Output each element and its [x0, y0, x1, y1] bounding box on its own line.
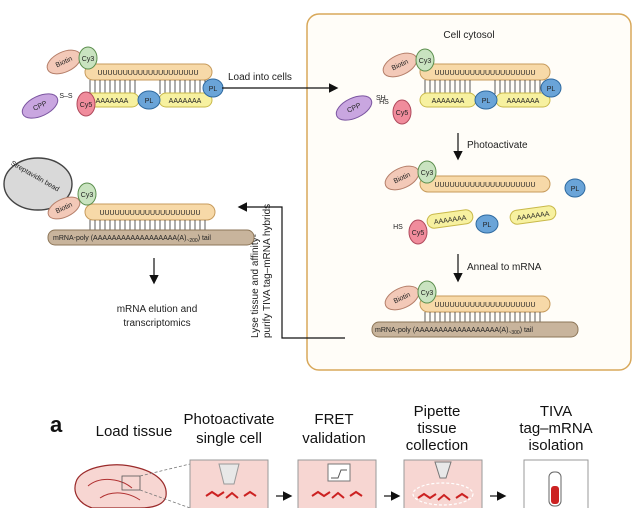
- a-strand-left-label: AAAAAAA: [96, 98, 129, 105]
- hs-label: HS: [393, 224, 403, 231]
- u-strand-label: UUUUUUUUUUUUUUUUUUUU: [99, 210, 200, 217]
- u-strand: [419, 175, 551, 193]
- mrna-tail-label: mRNA-poly (AAAAAAAAAAAAAAAAAA(A)~300) ta…: [375, 327, 533, 336]
- cy5-dye: [392, 99, 412, 125]
- fret-curve: [331, 469, 347, 479]
- elution-label-2: transcriptomics: [123, 318, 190, 329]
- cy3-dye: [415, 48, 435, 72]
- cpp-peptide: [21, 93, 59, 119]
- cy5-label: Cy5: [412, 230, 425, 237]
- col4-label-3: collection: [406, 437, 469, 454]
- pl-linker: [137, 90, 161, 110]
- cpp-peptide: [335, 95, 373, 121]
- tiva-construct-intact: UUUUUUUUUUUUUUUUUUUU AAAAAAA AAAAAAA PL …: [21, 46, 224, 119]
- col5-label-2: tag–mRNA: [519, 420, 592, 437]
- base-pair-ticks: [424, 80, 541, 94]
- lyse-label-1: Lyse tissue and affinity-: [250, 234, 261, 338]
- a-strand-fragment: [426, 209, 474, 229]
- sh-label: SH: [376, 95, 386, 102]
- tiva-construct-captured: Streptavidin bead UUUUUUUUUUUUUUUUUUUU m…: [3, 157, 255, 246]
- neurons-1: [205, 490, 257, 499]
- cy3-label: Cy3: [81, 192, 94, 199]
- collection-zone: [412, 482, 474, 506]
- photoactivate-label: Photoactivate: [467, 140, 528, 151]
- cy3-label: Cy3: [82, 56, 95, 63]
- u-strand-label: UUUUUUUUUUUUUUUUUUUU: [434, 182, 535, 189]
- a-strand-left-label: AAAAAAA: [432, 98, 465, 105]
- pl-fragment-label: PL: [483, 222, 492, 229]
- pl-linker-label: PL: [145, 98, 154, 105]
- pl-fragment: [475, 214, 499, 234]
- pl-free: [564, 178, 586, 198]
- panel-a-letter: a: [50, 412, 63, 437]
- col1-label: Load tissue: [96, 423, 173, 440]
- u-strand-label: UUUUUUUUUUUUUUUUUUUU: [434, 70, 535, 77]
- cy3-dye: [417, 160, 437, 184]
- lyse-label-2: purify TIVA tag–mRNA hybrids: [262, 204, 273, 338]
- base-pair-ticks: [89, 80, 206, 94]
- elution-label-1: mRNA elution and: [117, 304, 198, 315]
- cy3-label: Cy3: [419, 58, 432, 65]
- col2-label-1: Photoactivate: [184, 411, 275, 428]
- pl-free-label: PL: [571, 186, 580, 193]
- tiva-construct-cleaved: UUUUUUUUUUUUUUUUUUUU Biotin Cy3 PL AAAAA…: [384, 160, 586, 245]
- a-strand-fragment-label: AAAAAAA: [434, 215, 468, 227]
- u-strand-label: UUUUUUUUUUUUUUUUUUUU: [434, 302, 535, 309]
- zoom-lines: [139, 463, 191, 509]
- col5-label-1: TIVA: [540, 403, 572, 420]
- pipette-icon: [434, 461, 452, 479]
- hs-label: HS: [379, 99, 389, 106]
- tissue-slice: [74, 464, 167, 509]
- mrna-strand: [47, 229, 255, 246]
- col5-label-3: isolation: [528, 437, 583, 454]
- a-strand-fragment-2: [509, 205, 557, 225]
- tiva-construct-cytosol: UUUUUUUUUUUUUUUUUUUU AAAAAAA AAAAAAA PL …: [335, 48, 562, 125]
- mrna-tail-label: mRNA-poly (AAAAAAAAAAAAAAAAAA(A)~200) ta…: [53, 235, 211, 244]
- base-pair-ticks: [424, 312, 541, 322]
- a-strand-right-label: AAAAAAA: [169, 98, 202, 105]
- col4-label-1: Pipette: [414, 403, 461, 420]
- tiva-construct-annealed: UUUUUUUUUUUUUUUUUUUU mRNA-poly (AAAAAAAA…: [371, 280, 579, 338]
- cy5-dye: [76, 91, 96, 117]
- neurons-3: [417, 492, 469, 501]
- fret-graph-icon: [327, 463, 351, 482]
- tube-content: [551, 486, 559, 504]
- tissue-roi: [121, 475, 141, 491]
- cy3-label: Cy3: [421, 290, 434, 297]
- tissue-detail: [87, 479, 141, 501]
- pl-end-label: PL: [547, 86, 556, 93]
- cy3-label: Cy3: [421, 170, 434, 177]
- cy5-dye: [408, 219, 428, 245]
- pl-end-label: PL: [209, 86, 218, 93]
- cy3-dye: [78, 46, 98, 70]
- pl-linker: [474, 90, 498, 110]
- anneal-label: Anneal to mRNA: [467, 262, 542, 273]
- neurons-2: [311, 490, 363, 499]
- cy5-label: Cy5: [396, 110, 409, 117]
- cy5-label: Cy5: [80, 102, 93, 109]
- col4-label-2: tissue: [417, 420, 456, 437]
- u-strand: [84, 63, 213, 81]
- pl-end: [540, 78, 562, 98]
- lyse-return-path: [237, 202, 345, 339]
- load-into-cells-label: Load into cells: [228, 72, 292, 83]
- mrna-strand: [371, 321, 579, 338]
- streptavidin-bead: [3, 157, 73, 211]
- a-strand-fragment-2-label: AAAAAAA: [517, 211, 551, 223]
- col2-label-2: single cell: [196, 430, 262, 447]
- laser-cone-icon: [218, 463, 240, 485]
- ss-link-label: S–S: [59, 93, 73, 100]
- a-strand-right-label: AAAAAAA: [507, 98, 540, 105]
- pl-linker-label: PL: [482, 98, 491, 105]
- u-strand: [419, 63, 551, 81]
- cy3-dye: [417, 280, 437, 304]
- col3-label-2: validation: [302, 430, 365, 447]
- base-pair-ticks: [89, 220, 206, 230]
- cell-cytosol-label: Cell cytosol: [443, 30, 494, 41]
- cy3-dye: [77, 182, 97, 206]
- col3-label-1: FRET: [314, 411, 353, 428]
- u-strand-label: UUUUUUUUUUUUUUUUUUUU: [97, 70, 198, 77]
